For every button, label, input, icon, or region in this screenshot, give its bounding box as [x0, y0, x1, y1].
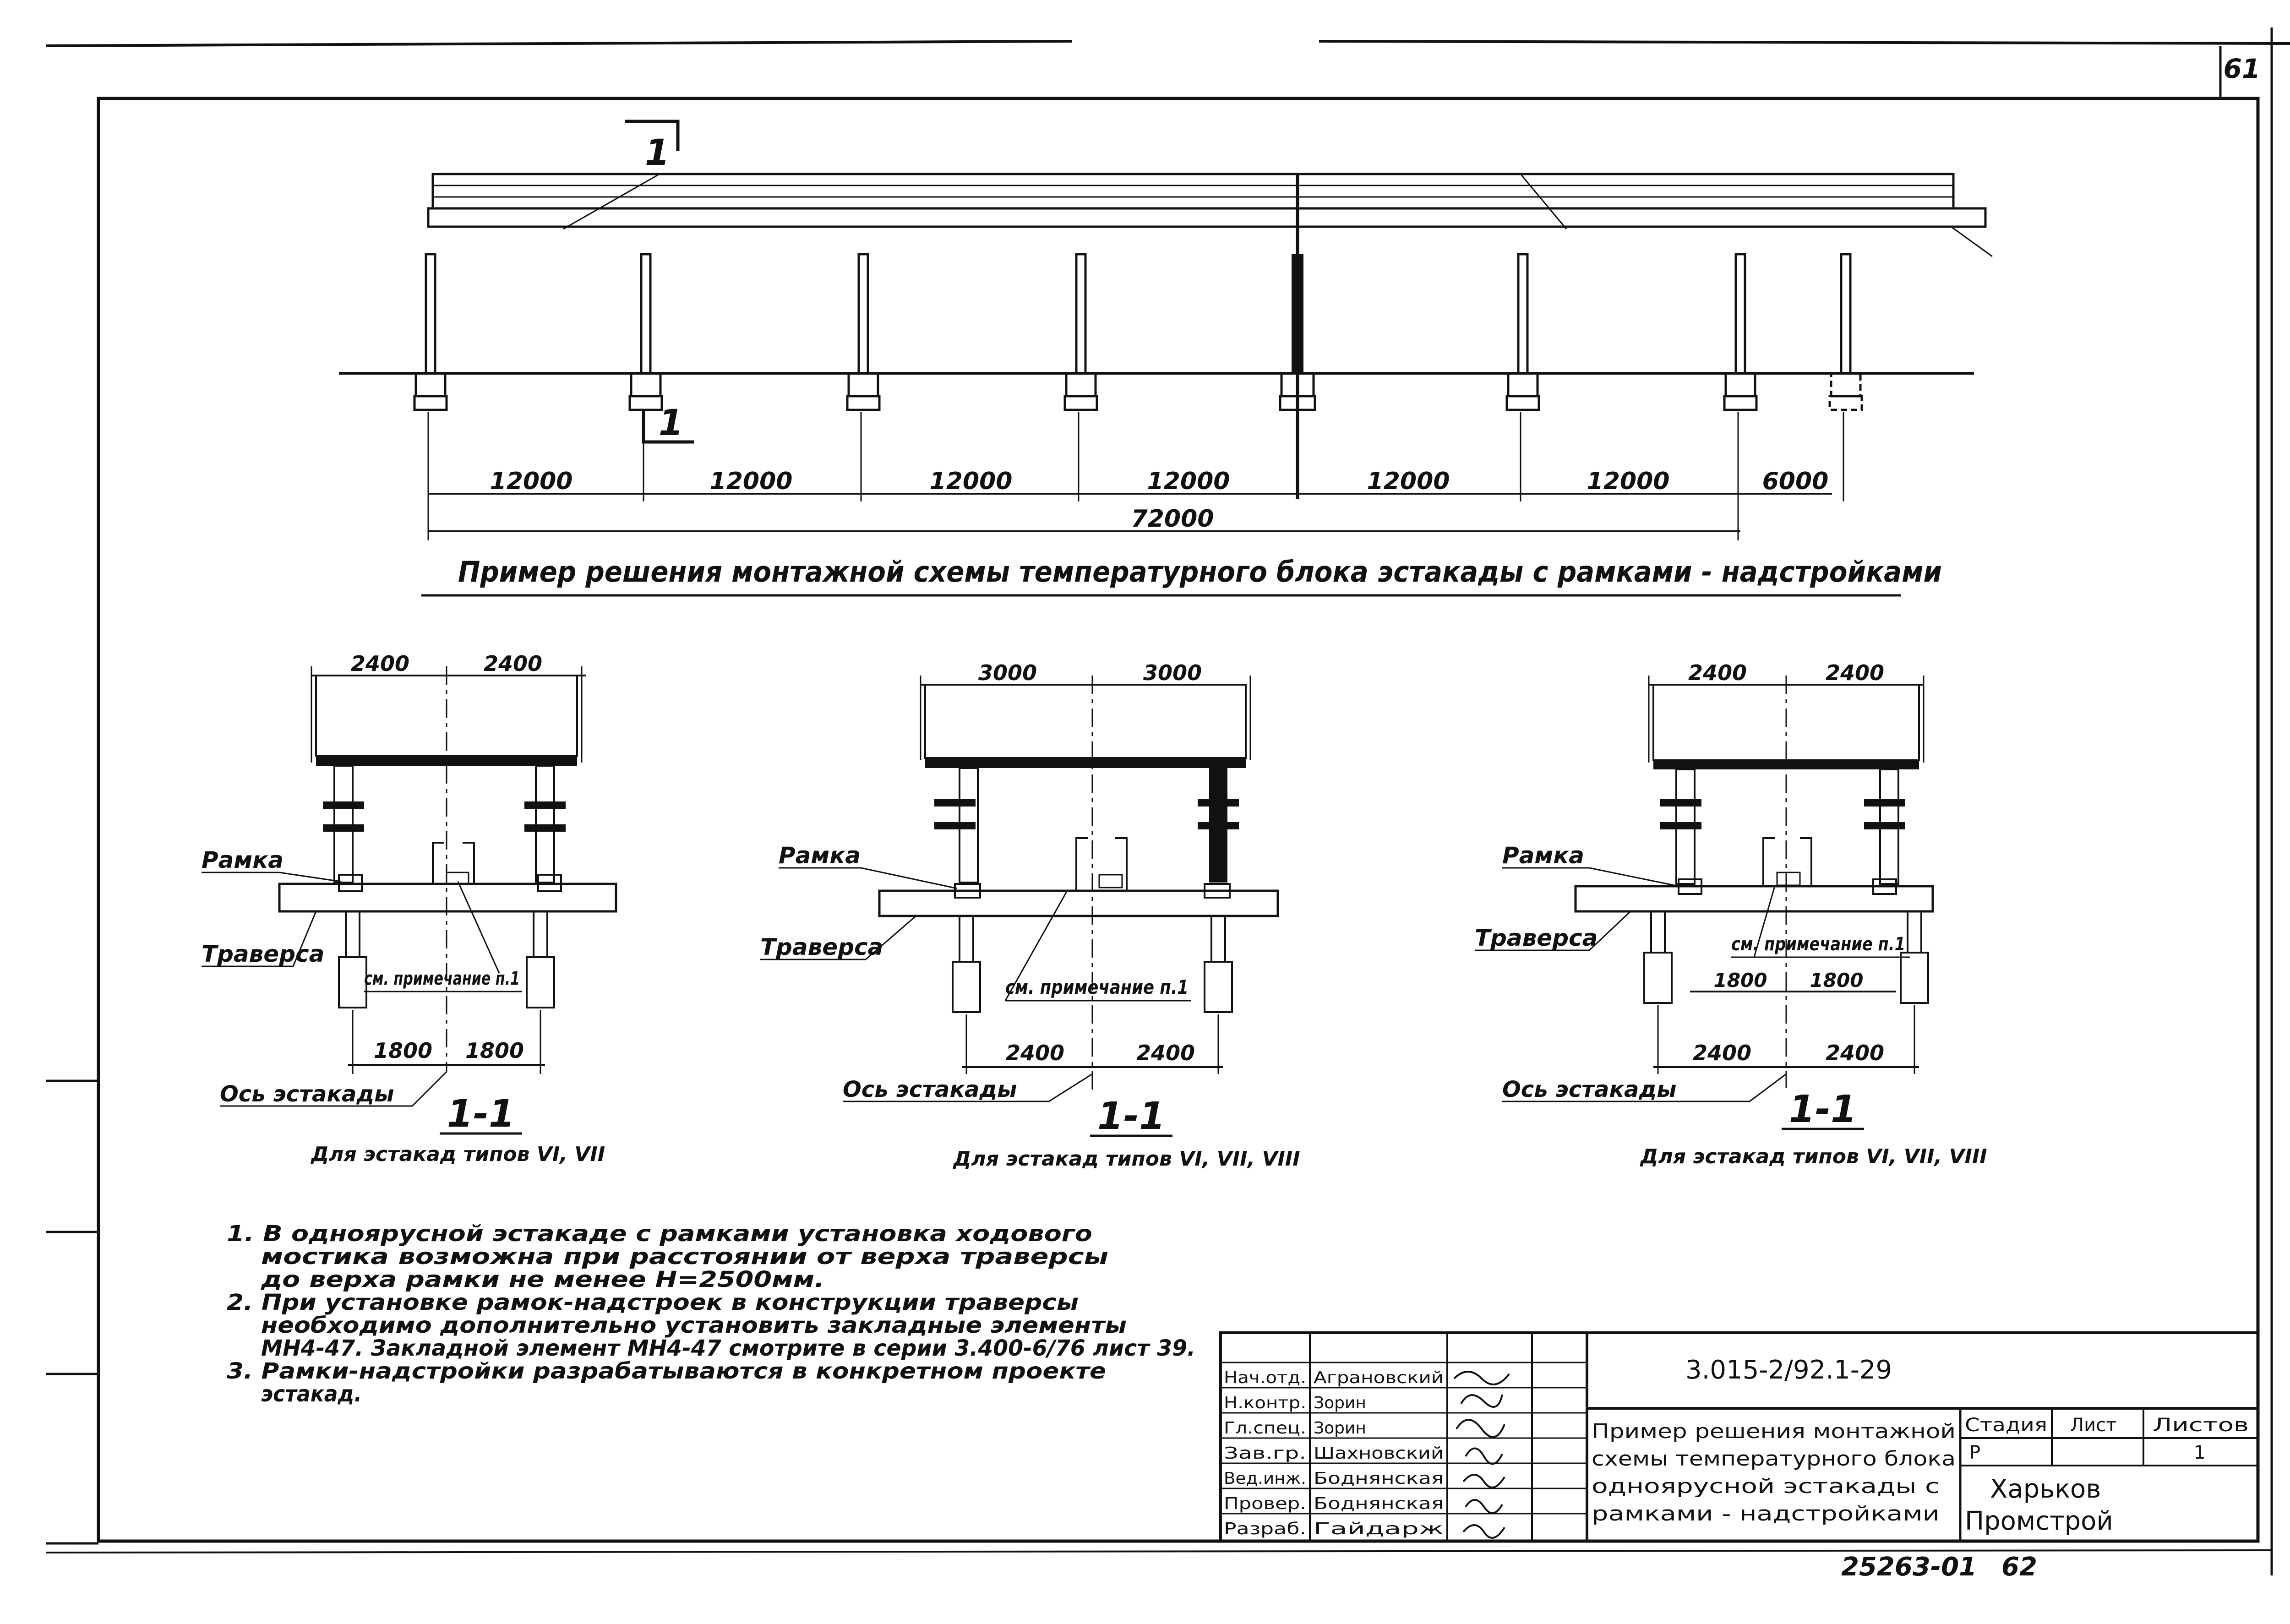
s1-bottom-dim-right: 1800 [465, 1038, 524, 1063]
s1-caption: Для эстакад типов VI, VII [310, 1143, 605, 1166]
s3-top-dim-right: 2400 [1826, 660, 1884, 685]
document-code: 3.015-2/92.1-29 [1685, 1355, 1892, 1385]
svg-text:1: 1 [659, 403, 683, 444]
sheet-number: 61 [2224, 53, 2261, 84]
span-dim-2: 12000 [710, 468, 793, 495]
name-3: Зорин [1314, 1419, 1366, 1438]
note-line-8: эстакад. [261, 1381, 362, 1407]
header-sheet: Лист [2070, 1415, 2116, 1436]
title-block: Нач.отд. Н.контр. Гл.спец. Зав.гр. Вед.и… [1219, 1331, 2259, 1542]
s1-section-title: 1-1 [447, 1092, 515, 1136]
name-6: Боднянская [1314, 1494, 1444, 1513]
s2-label-note: см. примечание п.1 [1005, 976, 1189, 998]
s2-caption: Для эстакад типов VI, VII, VIII [952, 1147, 1300, 1171]
bottom-right-number: 62 [2001, 1552, 2037, 1582]
section-mark-label: 1 [645, 132, 670, 174]
role-4: Зав.гр. [1224, 1444, 1306, 1463]
s3-top-dim-left: 2400 [1688, 660, 1747, 685]
s1-label-os: Ось эстакады [220, 1081, 394, 1107]
s3-caption: Для эстакад типов VI, VII, VIII [1639, 1145, 1987, 1168]
s1-bottom-dim-left: 1800 [374, 1038, 432, 1063]
s3-mid-dim-right: 1800 [1810, 969, 1864, 992]
note-line-4: 2. При установке рамок-надстроек в конст… [227, 1290, 1079, 1315]
s2-label-ramka: Рамка [779, 842, 861, 869]
description-line-4: рамками - надстройками [1592, 1502, 1940, 1526]
note-line-5: необходимо дополнительно установить закл… [261, 1313, 1127, 1338]
s3-label-ramka: Рамка [1502, 842, 1584, 869]
s2-top-dim-left: 3000 [978, 660, 1037, 685]
value-stage: Р [1969, 1442, 1980, 1463]
organization-line-1: Харьков [1990, 1474, 2101, 1504]
role-1: Нач.отд. [1224, 1368, 1306, 1387]
s2-bottom-dim-right: 2400 [1136, 1041, 1195, 1065]
role-7: Разраб. [1224, 1520, 1306, 1538]
role-3: Гл.спец. [1224, 1419, 1306, 1438]
role-6: Провер. [1224, 1494, 1306, 1513]
name-5: Боднянская [1314, 1469, 1444, 1488]
s1-top-dim-right: 2400 [484, 651, 542, 676]
main-elevation-drawing: 1 1 12000 12000 12000 12000 12000 12000 … [339, 120, 1993, 597]
note-line-1: 1. В одноярусной эстакаде с рамками уста… [227, 1221, 1092, 1247]
s1-label-traversa: Траверса [202, 941, 324, 967]
span-dim-4: 12000 [1147, 468, 1230, 495]
s1-top-dim-left: 2400 [351, 651, 409, 676]
s2-top-dim-right: 3000 [1143, 660, 1202, 685]
span-dim-6: 12000 [1587, 468, 1670, 495]
note-line-3: до верха рамки не менее H=2500мм. [261, 1267, 824, 1292]
section-view-3: 2400 2400 1800 1800 2400 2400 Рамка Трав… [1475, 660, 1987, 1168]
header-sheets: Листов [2153, 1415, 2249, 1436]
s3-label-os: Ось эстакады [1502, 1077, 1677, 1102]
s3-mid-dim-left: 1800 [1714, 969, 1767, 992]
section-view-1: 2400 2400 1800 1800 Рамка Траверса см. п… [202, 651, 617, 1166]
section-mark-top: 1 [625, 120, 680, 174]
s3-bottom-dim-left: 2400 [1693, 1041, 1751, 1065]
note-line-2: мостика возможна при расстоянии от верха… [261, 1244, 1108, 1270]
s2-label-os: Ось эстакады [843, 1077, 1017, 1102]
header-stage: Стадия [1965, 1415, 2047, 1436]
notes-block: 1. В одноярусной эстакаде с рамками уста… [227, 1221, 1195, 1407]
name-7: Гайдарж [1314, 1520, 1444, 1538]
span-dim-3: 12000 [930, 468, 1013, 495]
span-dim-5: 12000 [1367, 468, 1450, 495]
signatures [1453, 1371, 1510, 1539]
s3-section-title: 1-1 [1789, 1088, 1857, 1131]
main-drawing-title: Пример решения монтажной схемы температу… [458, 555, 1942, 589]
name-4: Шахновский [1314, 1444, 1444, 1463]
organization-line-2: Промстрой [1965, 1506, 2113, 1536]
s1-label-note: см. примечание п.1 [364, 968, 520, 989]
description-line-1: Пример решения монтажной [1592, 1420, 1956, 1443]
drawing-frame [45, 27, 2290, 1575]
s2-section-title: 1-1 [1097, 1095, 1165, 1138]
s1-label-ramka: Рамка [202, 847, 284, 873]
name-1: Аграновский [1314, 1368, 1444, 1387]
bottom-left-code: 25263-01 [1841, 1552, 1977, 1582]
total-span-dim: 72000 [1131, 505, 1214, 533]
note-line-7: 3. Рамки-надстройки разрабатываются в ко… [227, 1358, 1106, 1384]
s2-bottom-dim-left: 2400 [1006, 1041, 1064, 1065]
name-2: Зорин [1314, 1394, 1366, 1412]
description-line-2: схемы температурного блока [1592, 1447, 1956, 1471]
description-line-3: одноярусной эстакады с [1592, 1475, 1940, 1498]
s2-label-traversa: Траверса [760, 934, 883, 960]
title-block-row-lines [1221, 1362, 1587, 1515]
section-view-2: 3000 3000 2400 2400 Рамка Траверса см. п… [760, 660, 1300, 1171]
s3-bottom-dim-right: 2400 [1826, 1041, 1884, 1065]
value-sheets: 1 [2194, 1442, 2205, 1463]
s3-label-traversa: Траверса [1475, 925, 1598, 951]
role-5: Вед.инж. [1224, 1469, 1306, 1488]
columns [413, 253, 1863, 411]
span-dim-7: 6000 [1762, 468, 1829, 495]
note-line-6: МН4-47. Закладной элемент МН4-47 смотрит… [261, 1335, 1195, 1361]
span-dim-1: 12000 [490, 468, 573, 495]
role-2: Н.контр. [1224, 1394, 1306, 1412]
